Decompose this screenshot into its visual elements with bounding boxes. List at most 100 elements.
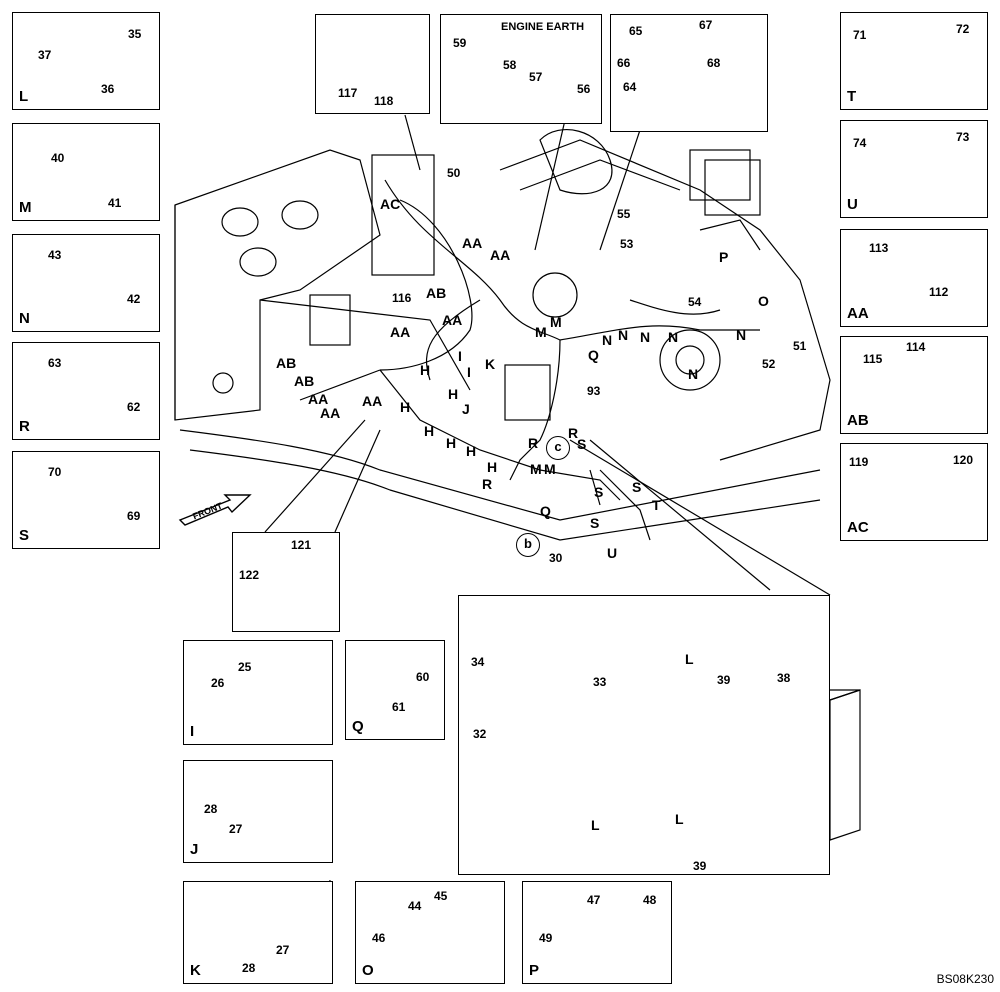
callout-N: N — [736, 327, 747, 343]
callout-L: L — [685, 651, 694, 667]
part-number: 51 — [793, 339, 807, 353]
callout-N: N — [618, 327, 629, 343]
callout-S: S — [594, 484, 604, 500]
detail-letter: AA — [847, 305, 869, 322]
part-number: 119 — [849, 455, 869, 469]
detail-box-R: R 63 62 — [12, 342, 160, 440]
callout-AA: AA — [462, 235, 483, 251]
part-number: 73 — [956, 130, 970, 144]
part-number: 58 — [503, 58, 517, 72]
part-number: 118 — [374, 94, 394, 108]
part-number: 54 — [688, 295, 702, 309]
callout-J: J — [462, 401, 470, 417]
part-number: 62 — [127, 400, 141, 414]
callout-S: S — [577, 436, 587, 452]
detail-letter: J — [190, 841, 199, 858]
detail-box-N: N 43 42 — [12, 234, 160, 332]
callout-AA: AA — [390, 324, 411, 340]
part-number: 67 — [699, 18, 713, 32]
part-number: 45 — [434, 889, 448, 903]
detail-letter: N — [19, 310, 30, 327]
engine-earth-title: ENGINE EARTH — [501, 21, 585, 33]
part-number: 42 — [127, 292, 141, 306]
callout-N: N — [640, 329, 651, 345]
detail-box-U: U 74 73 — [840, 120, 988, 218]
part-number: 39 — [693, 859, 707, 873]
part-number: 114 — [906, 340, 926, 354]
part-number: 65 — [629, 24, 643, 38]
part-number: 113 — [869, 241, 889, 255]
part-number: 25 — [238, 660, 252, 674]
part-number: 64 — [623, 80, 637, 94]
callout-H: H — [448, 386, 459, 402]
part-number: 35 — [128, 27, 142, 41]
part-number: 27 — [229, 822, 243, 836]
callout-R: R — [528, 435, 539, 451]
part-number: 68 — [707, 56, 721, 70]
detail-box-Q: Q 60 61 — [345, 640, 445, 740]
part-number: 33 — [593, 675, 607, 689]
callout-M: M — [530, 461, 542, 477]
callout-M: M — [550, 314, 562, 330]
callout-AA: AA — [308, 391, 329, 407]
reference-circle-c: c — [546, 436, 570, 460]
part-number: 56 — [577, 82, 591, 96]
detail-box-P: P 47 48 49 — [522, 881, 672, 984]
part-number: 122 — [239, 568, 260, 582]
inset-relay-box: 34 33 32 39 38 39 L L L — [458, 595, 830, 875]
callout-L: L — [675, 811, 684, 827]
part-number: 28 — [242, 961, 256, 975]
detail-box-T: T 71 72 — [840, 12, 988, 110]
callout-K: K — [485, 356, 496, 372]
callout-N: N — [668, 329, 679, 345]
callout-AB: AB — [294, 373, 315, 389]
callout-H: H — [487, 459, 498, 475]
callout-AA: AA — [490, 247, 511, 263]
part-number: 115 — [863, 352, 883, 366]
detail-box-121: 121 122 — [232, 532, 340, 632]
callout-AA: AA — [442, 312, 463, 328]
callout-I: I — [467, 364, 471, 380]
detail-box-S: S 70 69 — [12, 451, 160, 549]
part-number: 50 — [447, 166, 461, 180]
detail-letter: U — [847, 196, 858, 213]
detail-letter: T — [847, 88, 857, 105]
detail-letter: I — [190, 723, 195, 740]
callout-S: S — [590, 515, 600, 531]
part-number: 27 — [276, 943, 290, 957]
part-number: 121 — [291, 538, 312, 552]
detail-letter: AC — [847, 519, 869, 536]
callout-U: U — [607, 545, 618, 561]
part-number: 46 — [372, 931, 386, 945]
callout-H: H — [466, 443, 477, 459]
part-number: 116 — [392, 291, 412, 305]
callout-I: I — [458, 348, 462, 364]
callout-P: P — [719, 249, 729, 265]
detail-box-engine-earth: ENGINE EARTH 59 58 57 56 — [440, 14, 602, 124]
callout-S: S — [632, 479, 642, 495]
drawing-code: BS08K230 — [936, 972, 994, 986]
detail-letter: S — [19, 527, 30, 544]
callout-H: H — [420, 362, 431, 378]
part-number: 70 — [48, 465, 62, 479]
part-number: 74 — [853, 136, 867, 150]
part-number: 53 — [620, 237, 634, 251]
part-number: 40 — [51, 151, 65, 165]
callout-H: H — [400, 399, 411, 415]
callout-H: H — [446, 435, 457, 451]
part-number: 36 — [101, 82, 115, 96]
callout-R: R — [568, 425, 579, 441]
part-number: 37 — [38, 48, 52, 62]
callout-AC: AC — [380, 196, 401, 212]
part-number: 44 — [408, 899, 422, 913]
detail-letter: AB — [847, 412, 869, 429]
part-number: 120 — [953, 453, 974, 467]
detail-box-AB: AB 115 114 — [840, 336, 988, 434]
callout-R: R — [482, 476, 493, 492]
callout-Q: Q — [588, 347, 599, 363]
part-number: 93 — [587, 384, 601, 398]
part-number: 43 — [48, 248, 62, 262]
part-number: 55 — [617, 207, 631, 221]
part-number: 57 — [529, 70, 543, 84]
part-number: 41 — [108, 196, 122, 210]
